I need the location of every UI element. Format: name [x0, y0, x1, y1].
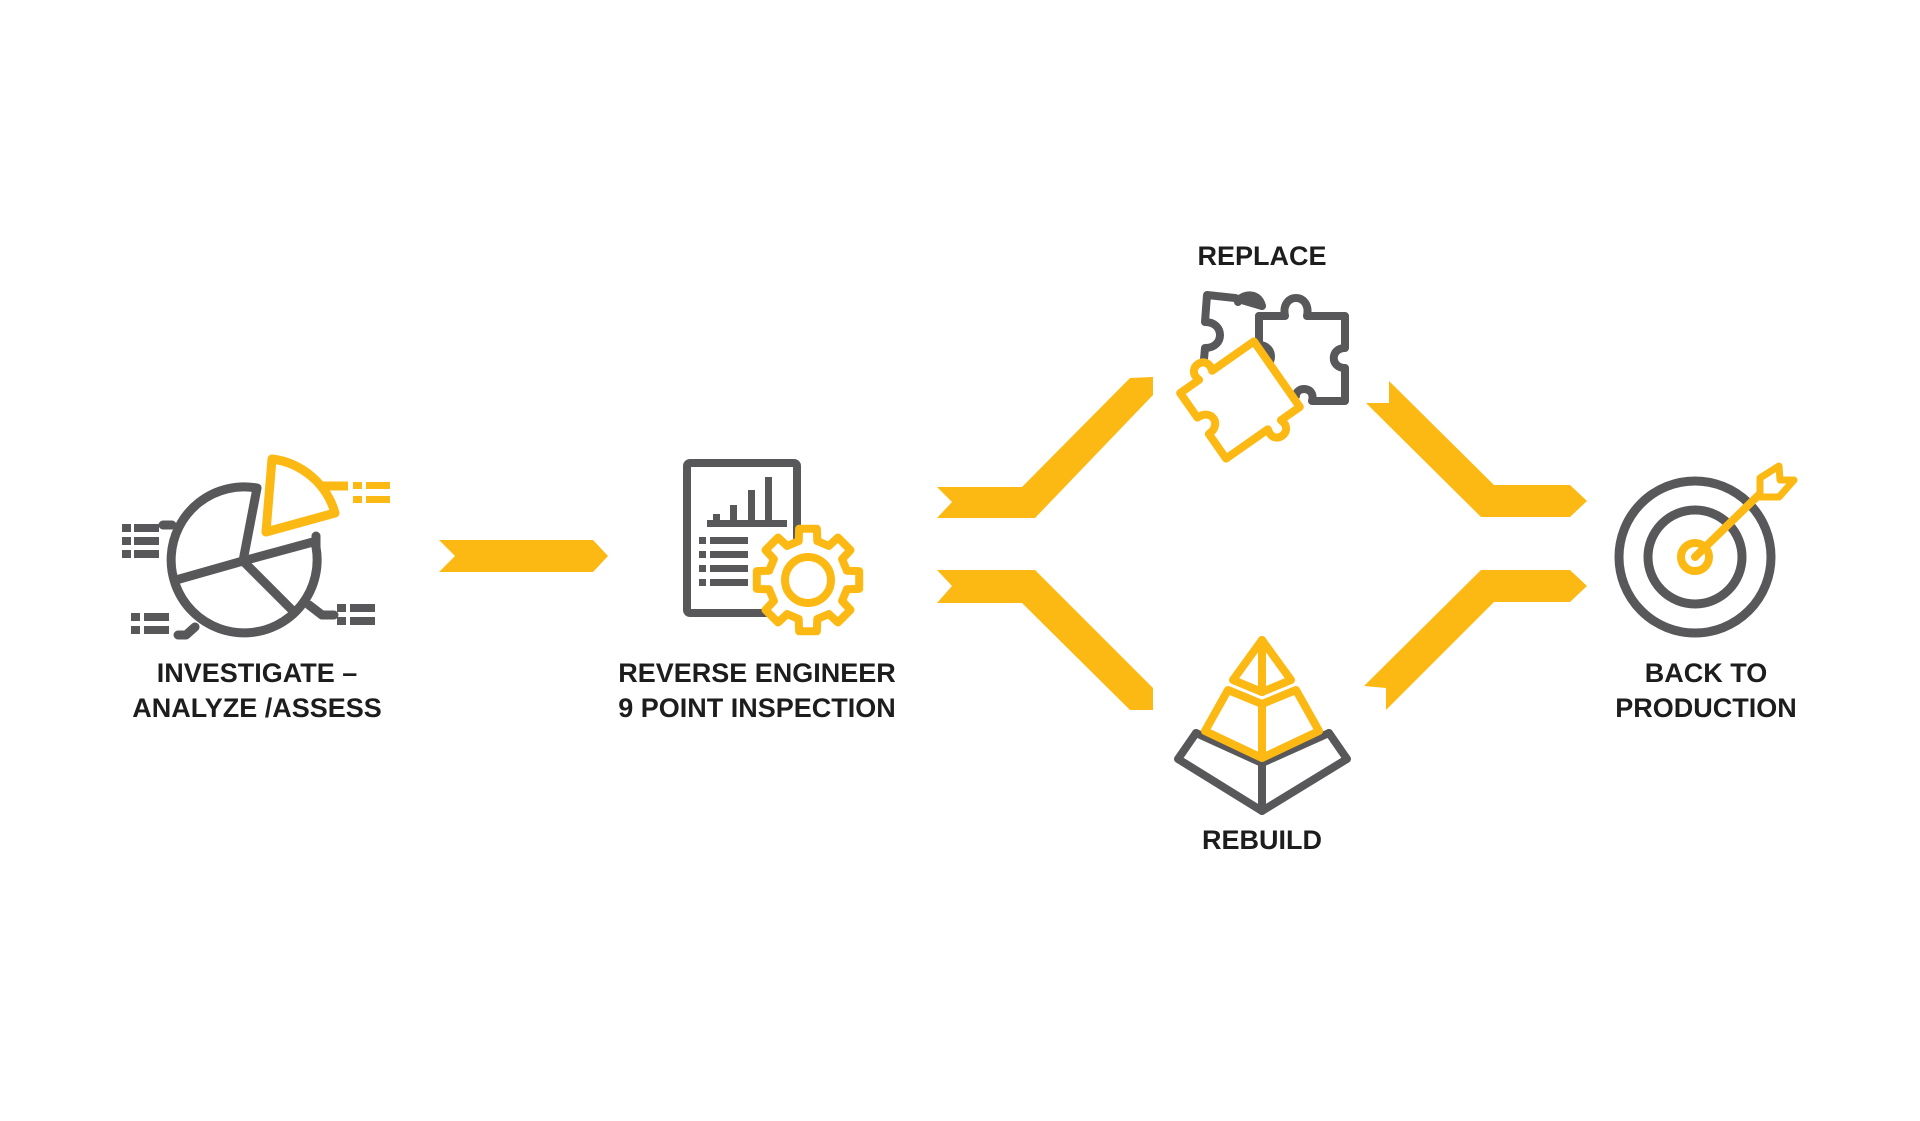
- label-line: 9 POINT INSPECTION: [618, 693, 896, 723]
- step-label-investigate: INVESTIGATE – ANALYZE /ASSESS: [132, 656, 382, 726]
- target-icon: [1614, 462, 1798, 638]
- arrow-replace-to-production: [1366, 381, 1587, 517]
- step-label-replace: REPLACE: [1197, 239, 1326, 274]
- label-line: BACK TO: [1644, 658, 1768, 688]
- arrow-reverse-engineer-to-replace: [937, 377, 1153, 518]
- pie-chart-icon: [122, 454, 390, 640]
- label-line: PRODUCTION: [1615, 693, 1797, 723]
- step-label-reverse-engineer: REVERSE ENGINEER 9 POINT INSPECTION: [618, 656, 896, 726]
- arrow-reverse-engineer-to-rebuild: [937, 570, 1153, 710]
- connectors: [439, 377, 1587, 710]
- label-line: ANALYZE /ASSESS: [132, 693, 382, 723]
- report-gear-icon: [683, 459, 864, 636]
- arrow-rebuild-to-production: [1364, 570, 1587, 710]
- pyramid-icon: [1174, 636, 1351, 815]
- puzzle-icon: [1176, 291, 1349, 463]
- step-label-back-to-production: BACK TO PRODUCTION: [1615, 656, 1797, 726]
- label-line: REPLACE: [1197, 241, 1327, 271]
- label-line: REBUILD: [1202, 825, 1322, 855]
- label-line: INVESTIGATE –: [156, 658, 358, 688]
- step-label-rebuild: REBUILD: [1202, 823, 1322, 858]
- label-line: REVERSE ENGINEER: [618, 658, 896, 688]
- arrow-investigate-to-reverse-engineer: [439, 540, 608, 572]
